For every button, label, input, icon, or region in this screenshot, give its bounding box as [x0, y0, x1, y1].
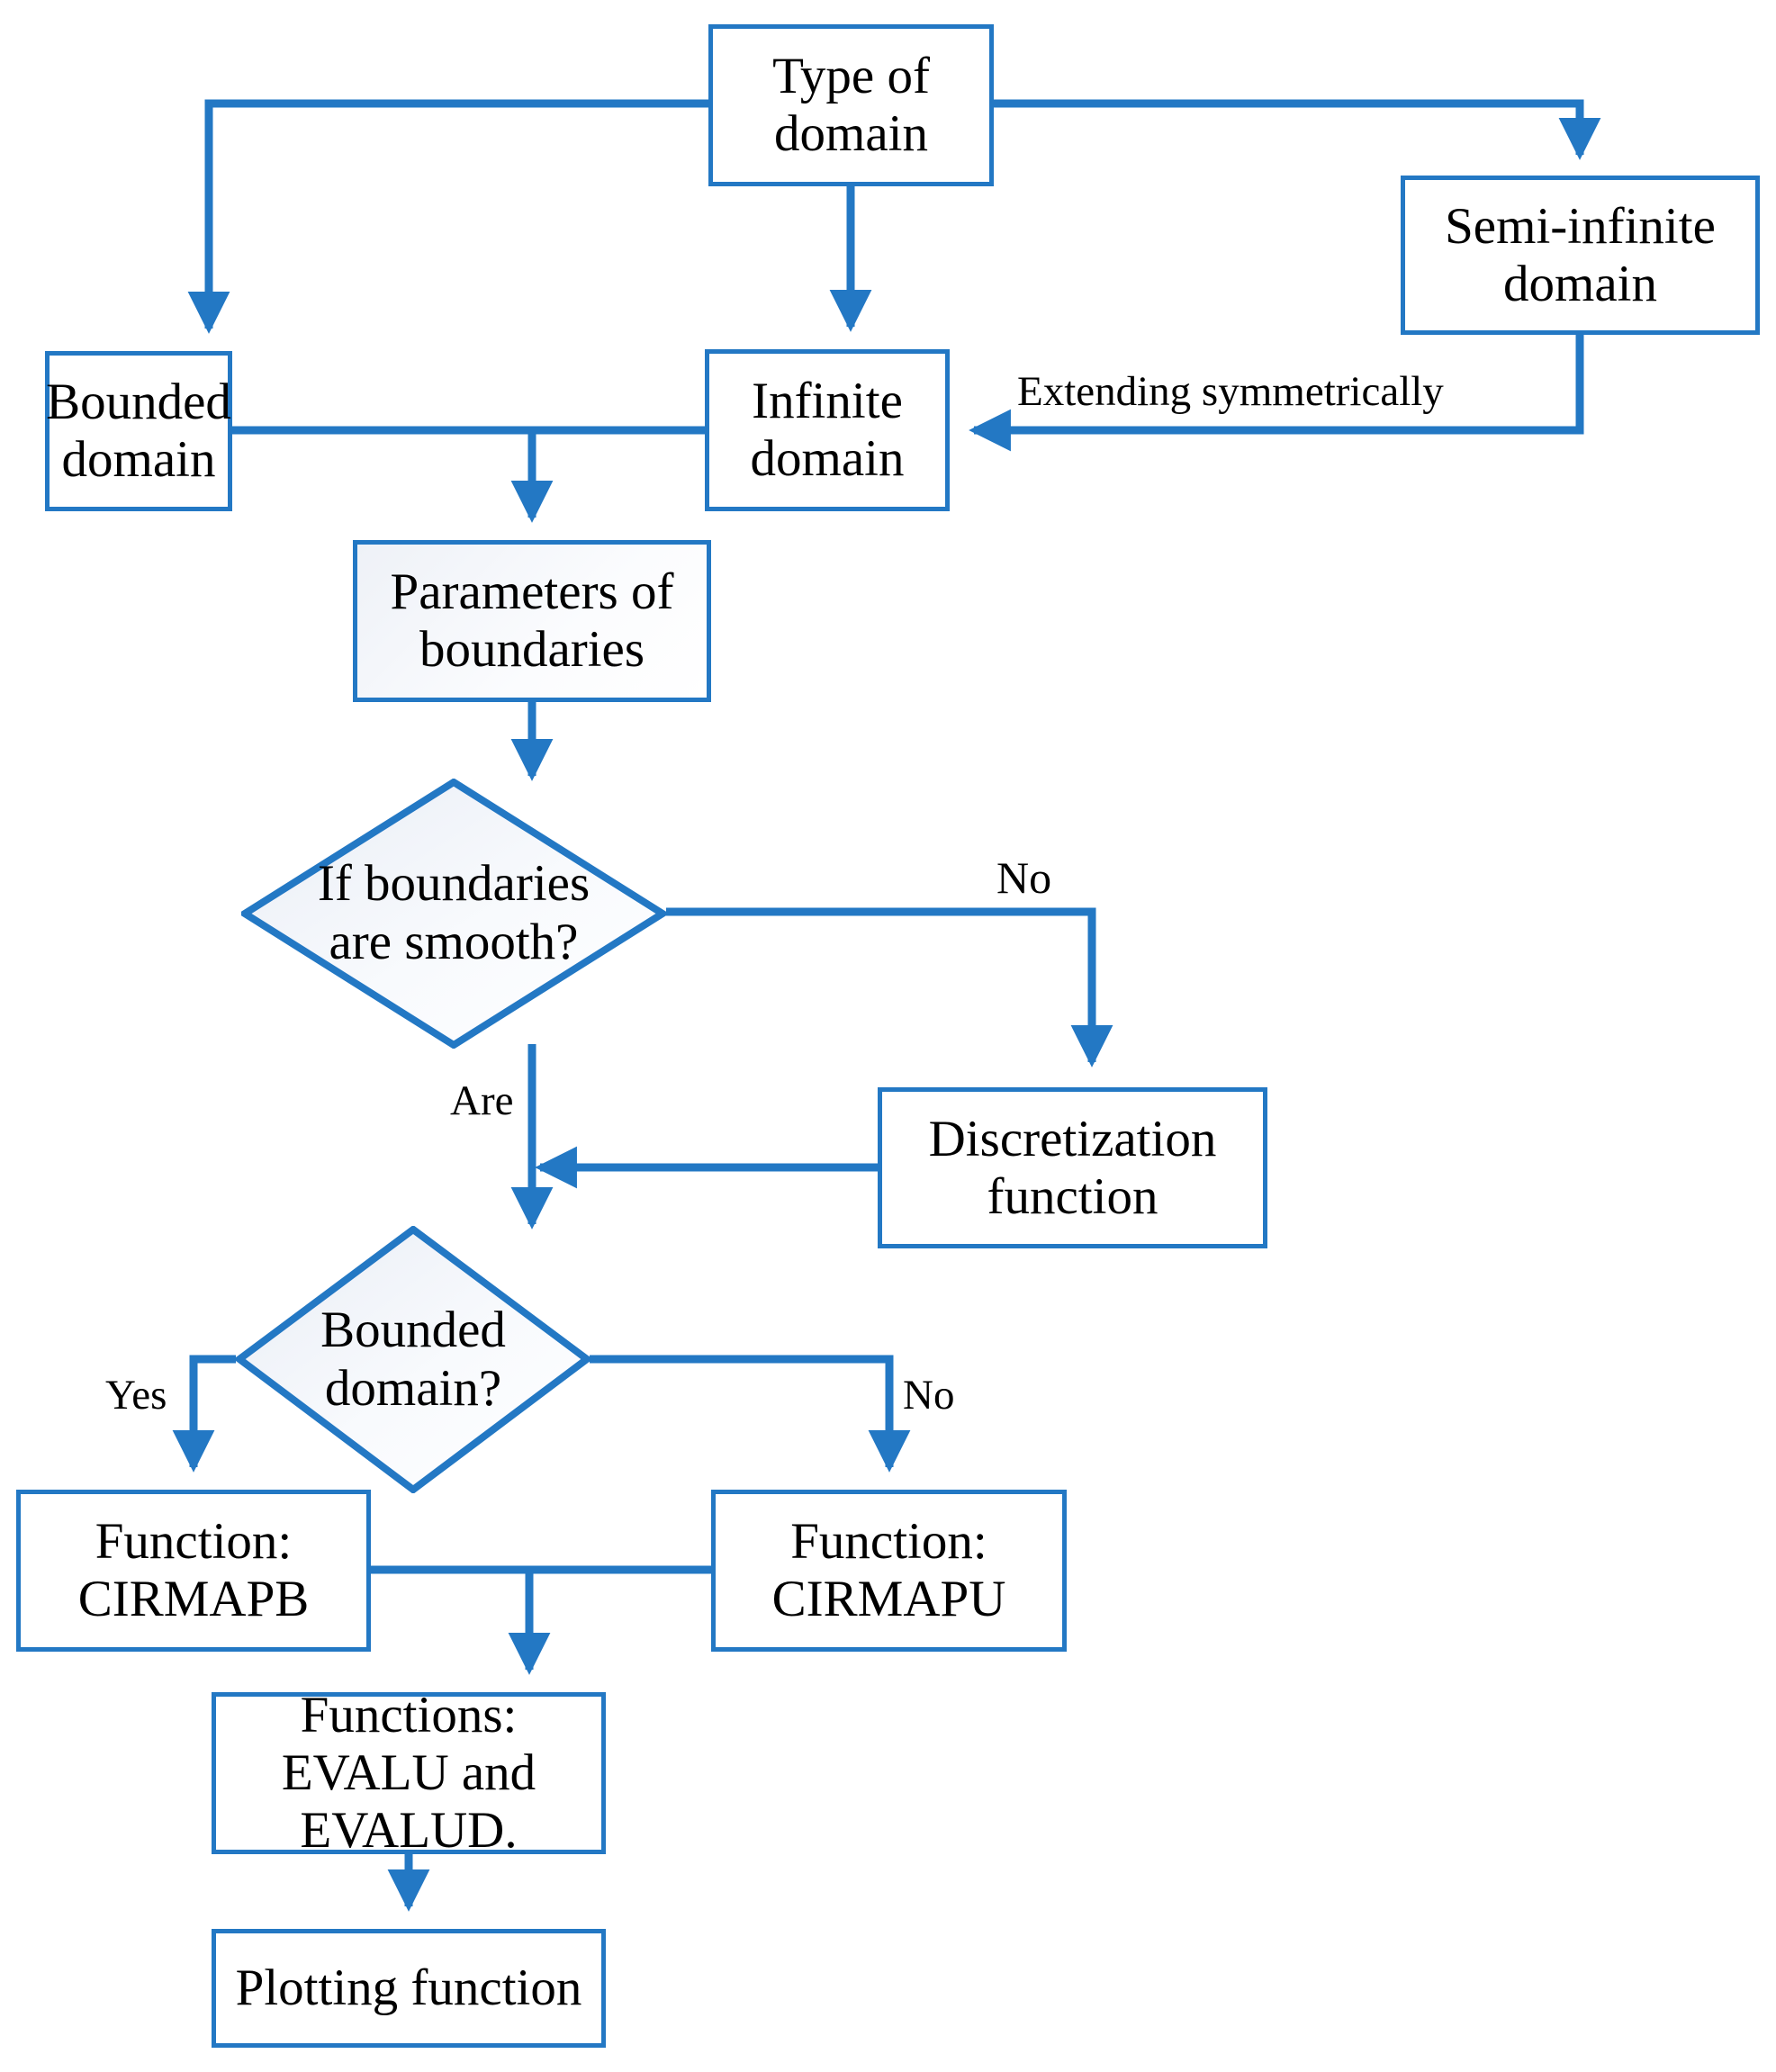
node-bounded-domain-question-label: Bounded domain? — [320, 1301, 506, 1417]
edge-label-smooth-no: No — [996, 852, 1052, 903]
node-functions-evalu-evalud-label: Functions: EVALU and EVALUD. — [281, 1687, 536, 1859]
edge-label-extending-symmetrically: Extending symmetrically — [1017, 368, 1444, 415]
edge-bounded-no-to-cirmapu — [590, 1355, 911, 1473]
node-type-of-domain-label: Type of domain — [772, 48, 930, 162]
decision-shape — [236, 1226, 590, 1493]
node-bounded-domain-question[interactable]: Bounded domain? — [236, 1226, 590, 1493]
edge-type-to-semiinfinite — [994, 99, 1601, 160]
node-type-of-domain[interactable]: Type of domain — [708, 24, 994, 186]
edge-label-bounded-yes: Yes — [105, 1372, 167, 1419]
node-semi-infinite-domain[interactable]: Semi-infinite domain — [1401, 176, 1760, 335]
edge-bounded-to-parameters — [232, 426, 554, 523]
node-semi-infinite-domain-label: Semi-infinite domain — [1445, 197, 1716, 312]
node-plotting-function-label: Plotting function — [235, 1959, 582, 2017]
node-infinite-domain[interactable]: Infinite domain — [705, 349, 950, 511]
node-function-cirmapb[interactable]: Function: CIRMAPB — [16, 1490, 371, 1652]
node-parameters-of-boundaries-label: Parameters of boundaries — [390, 563, 674, 678]
node-if-boundaries-are-smooth[interactable]: If boundaries are smooth? — [241, 779, 666, 1049]
node-function-cirmapb-label: Function: CIRMAPB — [77, 1513, 310, 1627]
edge-smooth-no-to-discretization — [666, 907, 1113, 1068]
node-parameters-of-boundaries[interactable]: Parameters of boundaries — [353, 540, 711, 702]
node-function-cirmapu[interactable]: Function: CIRMAPU — [711, 1490, 1067, 1652]
node-infinite-domain-label: Infinite domain — [750, 373, 905, 487]
node-discretization-function[interactable]: Discretization function — [878, 1087, 1267, 1248]
decision-shape — [241, 779, 666, 1049]
node-functions-evalu-evalud[interactable]: Functions: EVALU and EVALUD. — [212, 1687, 606, 1859]
edge-label-are: Are — [450, 1077, 514, 1124]
node-plotting-function[interactable]: Plotting function — [212, 1929, 606, 2048]
node-if-boundaries-are-smooth-label: If boundaries are smooth? — [317, 855, 590, 970]
edge-label-bounded-no: No — [903, 1372, 955, 1419]
node-bounded-domain[interactable]: Bounded domain — [45, 351, 232, 511]
edge-type-to-bounded — [187, 99, 708, 334]
edge-bounded-yes-to-cirmapb — [172, 1355, 236, 1473]
node-bounded-domain-label: Bounded domain — [46, 374, 231, 488]
node-discretization-function-label: Discretization function — [928, 1110, 1217, 1225]
node-function-cirmapu-label: Function: CIRMAPU — [771, 1513, 1006, 1627]
